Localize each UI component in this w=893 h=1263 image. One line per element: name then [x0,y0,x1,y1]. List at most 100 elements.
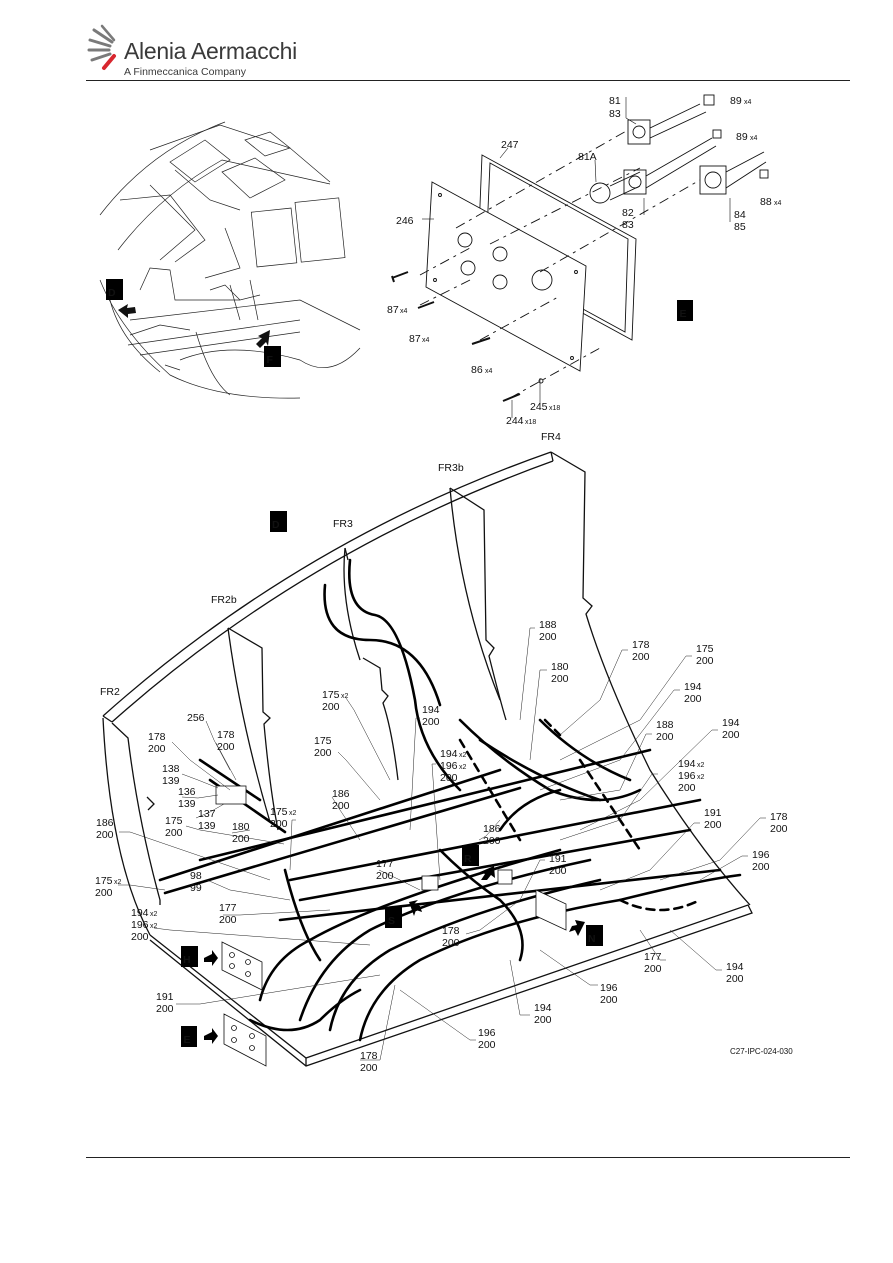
frame-fr3b: FR3b [438,462,464,474]
callout-247: 247 [501,139,519,151]
svg-text:200: 200 [478,1039,496,1051]
svg-text:S: S [388,915,395,927]
footer-rule [86,1157,850,1158]
frame-fr3: FR3 [333,518,353,530]
callout-196-200b: 196 [600,982,618,994]
view-letter-e-arrow: E [181,1026,197,1047]
callout-191-200c: 191 [156,991,174,1003]
svg-text:x2: x2 [289,810,297,817]
callout-246: 246 [396,215,414,227]
svg-text:200: 200 [422,716,440,728]
callout-178-200a: 178 [632,639,650,651]
callout-87b: 87 [409,333,421,345]
svg-text:200: 200 [360,1062,378,1074]
svg-text:200: 200 [95,887,113,899]
svg-text:x2: x2 [459,764,467,771]
svg-text:200: 200 [770,823,788,835]
callout-87a: 87 [387,304,399,316]
callout-194x2-196x2-200a: 194 [440,748,458,760]
svg-text:200: 200 [96,829,114,841]
svg-text:200: 200 [656,731,674,743]
svg-text:x2: x2 [150,923,158,930]
svg-text:R: R [464,853,472,865]
frame-labels: FR2 FR2b FR3 FR3b FR4 [100,431,561,698]
svg-text:200: 200 [684,693,702,705]
svg-text:x2: x2 [459,752,467,759]
svg-text:200: 200 [722,729,740,741]
svg-text:200: 200 [376,870,394,882]
svg-text:200: 200 [232,833,250,845]
frame-fr4: FR4 [541,431,561,443]
svg-text:200: 200 [322,701,340,713]
svg-text:x18: x18 [525,419,536,426]
svg-text:x2: x2 [697,774,705,781]
svg-text:139: 139 [198,820,216,832]
connector-plates [215,785,567,1067]
figure-code: C27-IPC-024-030 [730,1047,793,1056]
view-letter-n: N [586,925,603,946]
locator-arrow-d [118,304,136,318]
svg-text:D: D [108,287,116,299]
callout-180-200a: 180 [551,661,569,673]
svg-text:x2: x2 [697,762,705,769]
view-arrow-icon [204,866,585,1044]
svg-text:200: 200 [332,800,350,812]
svg-text:99: 99 [190,882,202,894]
callout-177-200c: 177 [644,951,662,963]
svg-text:196: 196 [440,760,458,772]
svg-text:200: 200 [314,747,332,759]
callout-178-200e: 178 [442,925,460,937]
svg-text:x4: x4 [774,200,782,207]
callout-178-200f: 178 [360,1050,378,1062]
fuselage-structure [102,451,753,1067]
view-letter-detail-e: E [677,300,693,321]
callout-188-200b: 188 [656,719,674,731]
svg-text:139: 139 [162,775,180,787]
callout-82: 82 [622,207,634,219]
callout-194-200d: 194 [726,961,744,973]
callout-175-200c: 175 [165,815,183,827]
callout-178-200c: 178 [217,729,235,741]
callout-175x2-200a: 175 [322,689,340,701]
callout-88: 88 [760,196,772,208]
callout-81: 81 [609,95,621,107]
page-header: Alenia Aermacchi A Finmeccanica Company [0,0,893,82]
svg-text:200: 200 [483,835,501,847]
callout-83b: 83 [622,219,634,231]
svg-text:x4: x4 [422,337,430,344]
svg-text:200: 200 [600,994,618,1006]
callout-186-200a: 186 [332,788,350,800]
svg-text:200: 200 [156,1003,174,1015]
callout-86: 86 [471,364,483,376]
svg-text:E: E [680,308,687,320]
svg-text:H: H [183,954,191,966]
svg-text:200: 200 [549,865,567,877]
view-letter-main-d: D [270,511,287,532]
callout-196-200a: 196 [752,849,770,861]
callout-194-200b: 194 [722,717,740,729]
svg-text:200: 200 [217,741,235,753]
main-leaders [118,627,766,1061]
callout-98-99: 98 [190,870,202,882]
callout-175x2-200b: 175 [270,806,288,818]
view-letter-h: H [181,946,198,967]
callout-136-139: 136 [178,786,196,798]
view-letter-locator-f: F [264,346,281,367]
callout-175x2-200c: 175 [95,875,113,887]
svg-text:196: 196 [678,770,696,782]
callout-180-200b: 180 [232,821,250,833]
svg-text:x4: x4 [744,99,752,106]
svg-text:D: D [272,519,280,531]
callout-138-139: 138 [162,763,180,775]
frame-fr2: FR2 [100,686,120,698]
header-rule [86,80,850,81]
svg-text:200: 200 [148,743,166,755]
callout-194x2-196x2-200c: 194 [131,907,149,919]
svg-text:200: 200 [632,651,650,663]
callout-178-200b: 178 [148,731,166,743]
svg-text:200: 200 [539,631,557,643]
frame-fr2b: FR2b [211,594,237,606]
svg-text:200: 200 [440,772,458,784]
callout-89b: 89 [736,131,748,143]
callout-244: 244 [506,415,524,427]
